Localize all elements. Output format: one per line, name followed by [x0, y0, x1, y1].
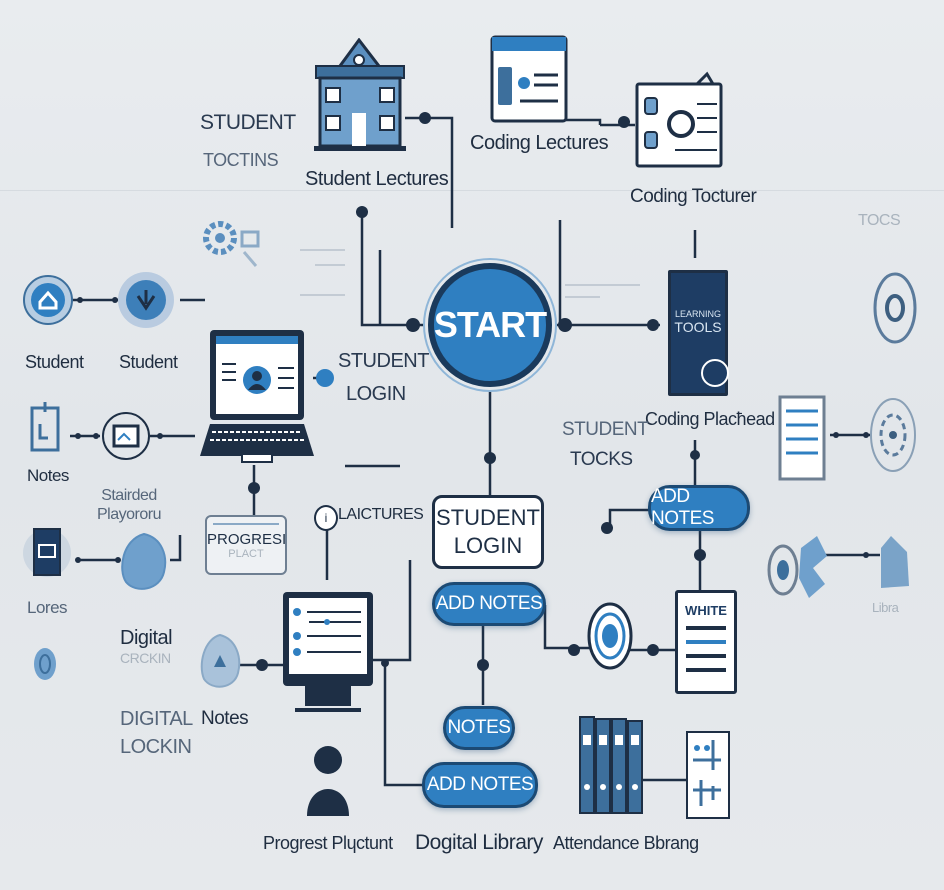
coding-placread-label: Coding Placħead — [645, 409, 775, 429]
progress-label: PROGRESI — [207, 531, 287, 548]
student-home-icon — [23, 275, 73, 325]
add-notes-label-1: ADD NOTES — [435, 593, 543, 614]
notes-button[interactable]: NOTES — [443, 706, 515, 750]
faint-tocs-label: TOCS — [858, 212, 901, 229]
white-doc-label: WHITE — [685, 603, 727, 618]
coding-lectures-window-icon — [490, 35, 568, 123]
library-network-icon — [767, 536, 909, 598]
digital-lockin-label: DIGITAL LOCKIN — [120, 705, 193, 761]
gear-icon — [203, 221, 260, 267]
digital-line: Digital — [120, 627, 173, 649]
add-notes-label-2: ADD NOTES — [651, 486, 714, 529]
coding-lectures-label: Coding Lectures — [470, 132, 609, 154]
coin-icon — [34, 648, 56, 680]
progress-box[interactable]: PROGRESI PLACT — [205, 515, 287, 575]
crckin-line: CRCKIN — [120, 650, 171, 666]
attendance-label: Attendance Bbrang — [553, 833, 699, 853]
school-building-icon — [314, 38, 406, 151]
notes-globe-icon — [200, 633, 241, 688]
add-notes-button-1[interactable]: ADD NOTES — [432, 582, 546, 626]
student-lectures-label: Student Lectures — [305, 168, 449, 190]
student-label-1: Student — [25, 352, 84, 372]
divider — [0, 190, 944, 191]
student-login-text: STUDENT LOGIN — [338, 345, 429, 411]
progress-bottom-label: Progrest Plɥctunt — [263, 833, 393, 853]
start-label: START — [433, 304, 547, 345]
coding-tutorial-card-icon — [635, 71, 723, 168]
notes-label: Notes — [27, 466, 69, 485]
book-seal-icon — [701, 359, 729, 387]
student-label-2: Student — [119, 352, 178, 372]
target-icon — [587, 602, 633, 670]
notes-frame-icon — [30, 402, 60, 452]
laictures-label: LAICTURES — [338, 506, 424, 523]
student-login-line2: LOGIN — [346, 383, 406, 405]
learning-line: LEARNING — [674, 309, 721, 319]
library-faint-label: Libra — [872, 600, 899, 615]
attendance-sheet-icon — [686, 731, 730, 819]
student-login-box-line1: STUDENT — [436, 505, 540, 530]
student-label: STUDENT — [200, 111, 296, 134]
stairded-playororu-label: Stairded Playororu — [97, 486, 161, 524]
settings-ring-icon — [873, 272, 917, 344]
add-notes-button-2[interactable]: ADD NOTES — [648, 485, 750, 531]
learning-tools-book[interactable]: LEARNING TOOLS — [668, 270, 729, 396]
student-tocks-line1: STUDENT — [562, 419, 649, 440]
student-login-line1: STUDENT — [338, 350, 429, 372]
monitor-icon — [283, 592, 373, 712]
lores-book-icon — [23, 528, 71, 577]
student-tocks-line2: TOCKS — [570, 449, 633, 470]
student-login-box-line2: LOGIN — [453, 533, 523, 558]
tools-line: TOOLS — [674, 319, 722, 335]
person-icon — [307, 746, 349, 816]
add-notes-label-3: ADD NOTES — [426, 774, 534, 795]
digital-crckin-label: Digital CRCKIN — [120, 625, 173, 666]
lockin-line: LOCKIN — [120, 736, 192, 758]
binders-icon — [579, 716, 643, 814]
laptop-login-icon — [200, 330, 314, 463]
document-lines-icon — [778, 395, 826, 481]
notes-label-2: Notes — [201, 708, 249, 729]
digital-caps-line: DIGITAL — [120, 708, 193, 730]
lores-label: Lores — [27, 598, 68, 617]
info-icon: i — [314, 505, 338, 531]
playground-icon — [102, 412, 150, 460]
target-ring-icon — [870, 398, 916, 472]
digital-library-label: Dogital Library — [415, 831, 543, 854]
student-tocks-label: STUDENT TOCKS — [562, 415, 649, 475]
globe-icon — [121, 532, 167, 590]
toctins-label: TOCTINS — [203, 150, 279, 170]
stairded-line: Stairded — [101, 487, 157, 504]
coding-tocturer-label: Coding Tocturer — [630, 186, 757, 207]
notes-pill-label: NOTES — [447, 717, 511, 738]
add-notes-button-3[interactable]: ADD NOTES — [422, 762, 538, 808]
student-login-box[interactable]: STUDENT LOGIN — [432, 495, 544, 569]
playororu-line: Playororu — [97, 506, 161, 523]
start-node[interactable]: START — [428, 263, 552, 387]
white-document[interactable]: WHITE — [675, 590, 737, 694]
student-shield-icon — [118, 272, 174, 328]
progress-sublabel: PLACT — [228, 548, 264, 560]
